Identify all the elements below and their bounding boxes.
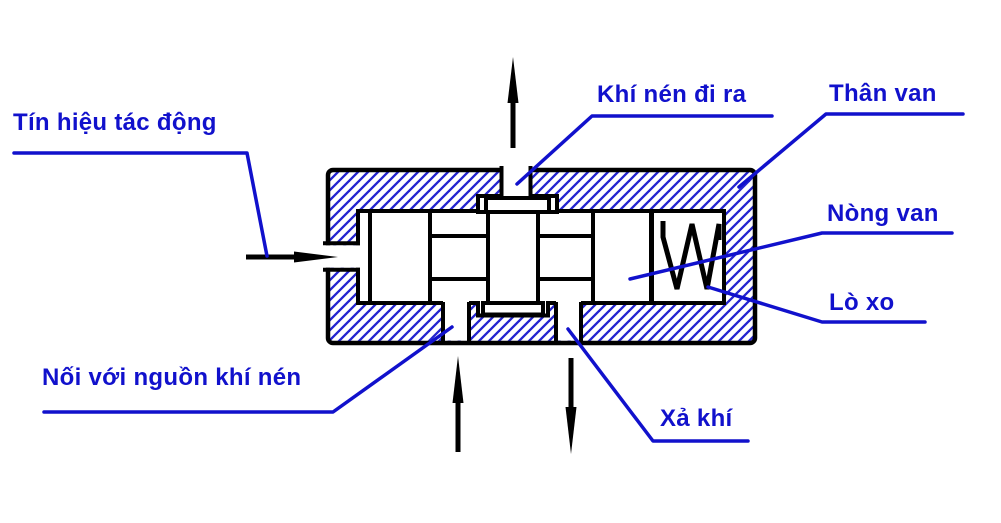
leader-signal [12, 151, 269, 258]
label-exhaust: Xả khí [660, 405, 733, 432]
signal-port-notch [320, 241, 362, 272]
label-signal: Tín hiệu tác động [13, 109, 217, 136]
spool-piston-right [591, 209, 653, 305]
leader-valve-spool [628, 231, 954, 281]
exhaust-arrow-down-icon [565, 358, 577, 454]
leader-exhaust [566, 327, 750, 443]
spool-rod-right [536, 234, 595, 281]
leader-spring [706, 285, 927, 324]
leader-valve-body [737, 112, 965, 189]
spool-piston-left [368, 209, 432, 305]
leader-air-supply [42, 325, 454, 414]
supply-arrow-up-icon [452, 356, 464, 452]
spring-coil-icon [660, 221, 722, 290]
supply-port-channel [441, 300, 471, 341]
leader-air-out [515, 114, 774, 186]
label-valve-body: Thân van [829, 80, 937, 107]
signal-arrow-right-icon [246, 251, 338, 263]
label-air-out: Khí nén đi ra [597, 81, 747, 108]
exhaust-port-channel [554, 300, 583, 341]
label-valve-spool: Nòng van [827, 200, 939, 227]
air-out-arrow-up-icon [507, 57, 519, 148]
label-spring: Lò xo [829, 289, 895, 316]
spool-rod-left [428, 234, 490, 281]
label-air-supply: Nối với nguồn khí nén [42, 364, 302, 391]
spool-piston-center [481, 196, 551, 317]
outlet-port-channel [499, 163, 533, 198]
